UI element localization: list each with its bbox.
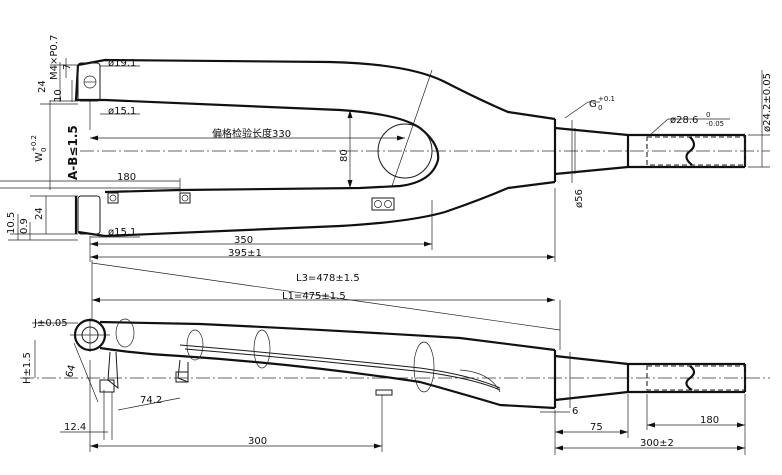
dim-10-5: 10.5	[6, 212, 17, 234]
dim-350: 350	[234, 235, 253, 246]
section-label: A-B≤1.5	[66, 125, 80, 180]
dim-12-4: 12.4	[64, 422, 86, 433]
dim-g-label: G	[589, 99, 597, 110]
dim-d28: ø28.6	[670, 115, 698, 126]
dim-74-2: 74.2	[140, 395, 162, 406]
dim-180-bot: 180	[700, 415, 719, 426]
dim-300: 300	[248, 436, 267, 447]
dim-check-length: 偏格检验长度330	[212, 127, 291, 140]
dim-300-2: 300±2	[640, 438, 674, 449]
dim-64: 64	[64, 364, 78, 379]
dim-6: 6	[572, 406, 578, 417]
dim-w-label: W	[34, 152, 45, 162]
dim-j: J±0.05	[33, 318, 68, 329]
dim-h: H±1.5	[22, 352, 33, 384]
dim-d56: ø56	[574, 189, 585, 208]
dim-24-bot: 24	[34, 207, 45, 220]
dim-g-tol-upper: +0.1	[598, 95, 615, 103]
dim-d28-tol-lower: -0.05	[706, 120, 724, 128]
dim-d15-top: ø15.1	[108, 106, 136, 117]
dim-thread: M4×P0.7	[49, 35, 60, 80]
dim-d19: ø19.1	[108, 58, 136, 69]
dim-l1: L1=475±1.5	[282, 291, 346, 302]
dim-75: 75	[590, 422, 603, 433]
dim-0-9: 0.9	[19, 218, 30, 234]
dim-10-top: 10	[53, 89, 64, 102]
dim-180-top: 180	[117, 172, 136, 183]
dim-w-tol-upper: +0.2	[30, 135, 38, 152]
dim-24-top: 24	[37, 80, 48, 93]
dim-395: 395±1	[228, 248, 262, 259]
dim-g-tol-lower: 0	[598, 104, 602, 112]
dim-80: 80	[339, 149, 350, 162]
dim-l3: L3=478±1.5	[296, 273, 360, 284]
dim-7: 7	[62, 64, 73, 70]
dim-w-tol-lower: 0	[40, 148, 48, 152]
top-view: ø56 G +0.1 0 ø28.6 0 -0.05 ø24.2±0.05 ø1…	[0, 35, 773, 262]
side-view: L3=478±1.5 L1=475±1.5 J±0.05 H±1.5 64 74…	[20, 260, 770, 455]
dim-d24: ø24.2±0.05	[762, 73, 773, 132]
dim-d28-tol-upper: 0	[706, 111, 710, 119]
dim-d15-bot: ø15.1	[108, 227, 136, 238]
